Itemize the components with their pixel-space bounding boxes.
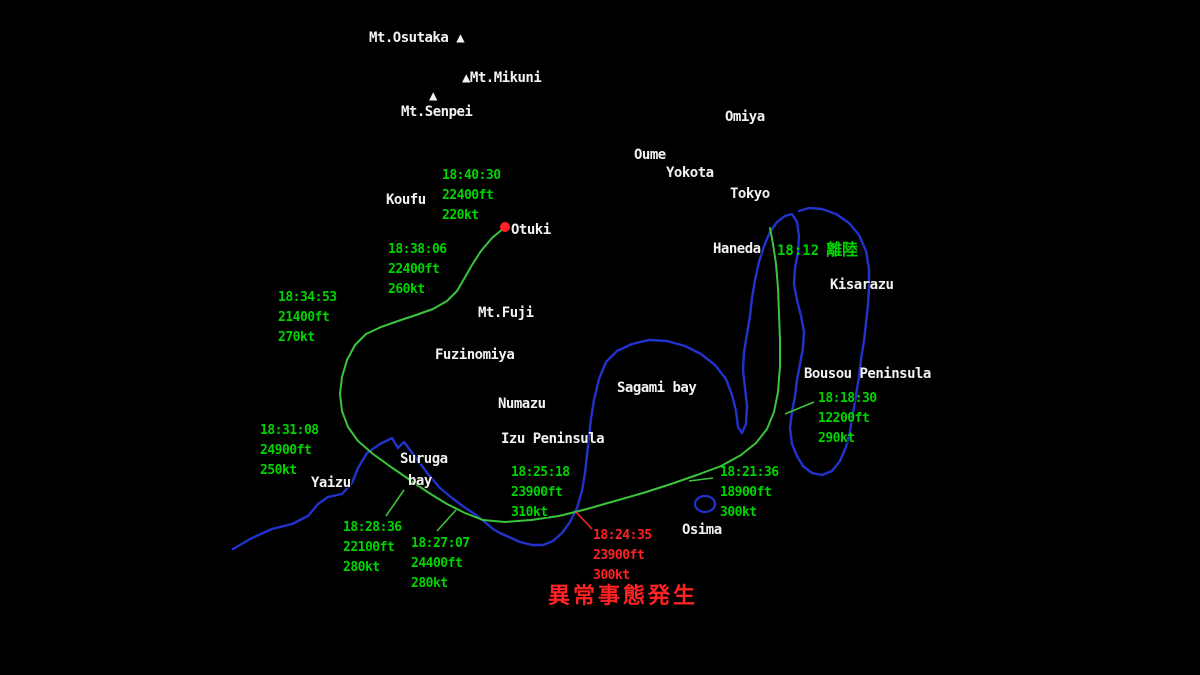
telemetry-altitude: 24400ft bbox=[411, 556, 463, 571]
place-label-mt-senpei-peak: ▲ bbox=[429, 88, 437, 104]
telemetry-speed: 290kt bbox=[818, 431, 855, 446]
telemetry-annotation-t182136: 18:21:36 18900ft 300kt bbox=[720, 463, 779, 523]
telemetry-altitude: 18900ft bbox=[720, 485, 772, 500]
telemetry-altitude: 24900ft bbox=[260, 443, 312, 458]
telemetry-annotation-t183453: 18:34:53 21400ft 270kt bbox=[278, 288, 337, 348]
telemetry-speed: 300kt bbox=[720, 505, 757, 520]
place-label-mt-osutaka: Mt.Osutaka ▲ bbox=[369, 30, 465, 46]
place-label-kisarazu: Kisarazu bbox=[830, 277, 894, 293]
place-label-koufu: Koufu bbox=[386, 192, 426, 208]
place-label-haneda: Haneda bbox=[713, 241, 761, 257]
telemetry-annotation-t183108: 18:31:08 24900ft 250kt bbox=[260, 421, 319, 481]
telemetry-annotation-t182707: 18:27:07 24400ft 280kt bbox=[411, 534, 470, 594]
telemetry-altitude: 22100ft bbox=[343, 540, 395, 555]
telemetry-altitude: 12200ft bbox=[818, 411, 870, 426]
telemetry-annotation-t182518: 18:25:18 23900ft 310kt bbox=[511, 463, 570, 523]
telemetry-time: 18:24:35 bbox=[593, 528, 652, 543]
telemetry-altitude: 23900ft bbox=[511, 485, 563, 500]
coastline bbox=[231, 206, 871, 551]
incident-dot bbox=[500, 222, 510, 232]
telemetry-time: 18:31:08 bbox=[260, 423, 319, 438]
oshima-island bbox=[693, 494, 717, 514]
takeoff-time: 18:12 bbox=[777, 243, 820, 259]
telemetry-speed: 270kt bbox=[278, 330, 315, 345]
telemetry-time: 18:18:30 bbox=[818, 391, 877, 406]
leader-line bbox=[575, 511, 593, 530]
telemetry-annotation-t181830: 18:18:30 12200ft 290kt bbox=[818, 389, 877, 449]
place-label-suruga-bay-line1: Suruga bbox=[400, 451, 448, 467]
telemetry-time: 18:27:07 bbox=[411, 536, 470, 551]
place-label-bousou-peninsula: Bousou Peninsula bbox=[804, 366, 931, 382]
place-label-suruga-bay-line2: bay bbox=[408, 473, 432, 489]
telemetry-time: 18:40:30 bbox=[442, 168, 501, 183]
telemetry-time: 18:34:53 bbox=[278, 290, 337, 305]
leader-line bbox=[784, 401, 815, 415]
place-label-numazu: Numazu bbox=[498, 396, 546, 412]
place-label-tokyo: Tokyo bbox=[730, 186, 770, 202]
telemetry-speed: 260kt bbox=[388, 282, 425, 297]
leader-line bbox=[436, 509, 457, 532]
telemetry-speed: 280kt bbox=[411, 576, 448, 591]
place-label-fuzinomiya: Fuzinomiya bbox=[435, 347, 515, 363]
telemetry-speed: 250kt bbox=[260, 463, 297, 478]
telemetry-speed: 300kt bbox=[593, 568, 630, 583]
place-label-izu-peninsula: Izu Peninsula bbox=[501, 431, 605, 447]
alert-message: 異常事態発生 bbox=[548, 584, 699, 609]
telemetry-annotation-t183806: 18:38:06 22400ft 260kt bbox=[388, 240, 447, 300]
place-label-yokota: Yokota bbox=[666, 165, 714, 181]
place-label-otuki: Otuki bbox=[511, 222, 551, 238]
place-label-mt-fuji: Mt.Fuji bbox=[478, 305, 534, 321]
telemetry-annotation-t182836: 18:28:36 22100ft 280kt bbox=[343, 518, 402, 578]
telemetry-altitude: 23900ft bbox=[593, 548, 645, 563]
telemetry-time: 18:25:18 bbox=[511, 465, 570, 480]
telemetry-annotation-t184030: 18:40:30 22400ft 220kt bbox=[442, 166, 501, 226]
place-label-oume: Oume bbox=[634, 147, 666, 163]
leader-line bbox=[688, 477, 714, 482]
telemetry-speed: 280kt bbox=[343, 560, 380, 575]
place-label-omiya: Omiya bbox=[725, 109, 765, 125]
takeoff-label-jp: 離陸 bbox=[826, 240, 859, 259]
telemetry-speed: 310kt bbox=[511, 505, 548, 520]
leader-line bbox=[385, 489, 405, 517]
telemetry-altitude: 21400ft bbox=[278, 310, 330, 325]
telemetry-annotation-t182435: 18:24:35 23900ft 300kt bbox=[593, 526, 652, 586]
flight-path-line bbox=[339, 226, 781, 523]
telemetry-time: 18:28:36 bbox=[343, 520, 402, 535]
place-label-mt-senpei: Mt.Senpei bbox=[401, 104, 473, 120]
place-label-mt-mikuni: ▲Mt.Mikuni bbox=[462, 70, 542, 86]
place-label-sagami-bay: Sagami bay bbox=[617, 380, 697, 396]
telemetry-altitude: 22400ft bbox=[442, 188, 494, 203]
telemetry-speed: 220kt bbox=[442, 208, 479, 223]
place-label-osima: Osima bbox=[682, 522, 722, 538]
takeoff-annotation: 18:12 離陸 bbox=[777, 236, 858, 260]
telemetry-altitude: 22400ft bbox=[388, 262, 440, 277]
telemetry-time: 18:21:36 bbox=[720, 465, 779, 480]
place-label-yaizu: Yaizu bbox=[311, 475, 351, 491]
telemetry-time: 18:38:06 bbox=[388, 242, 447, 257]
